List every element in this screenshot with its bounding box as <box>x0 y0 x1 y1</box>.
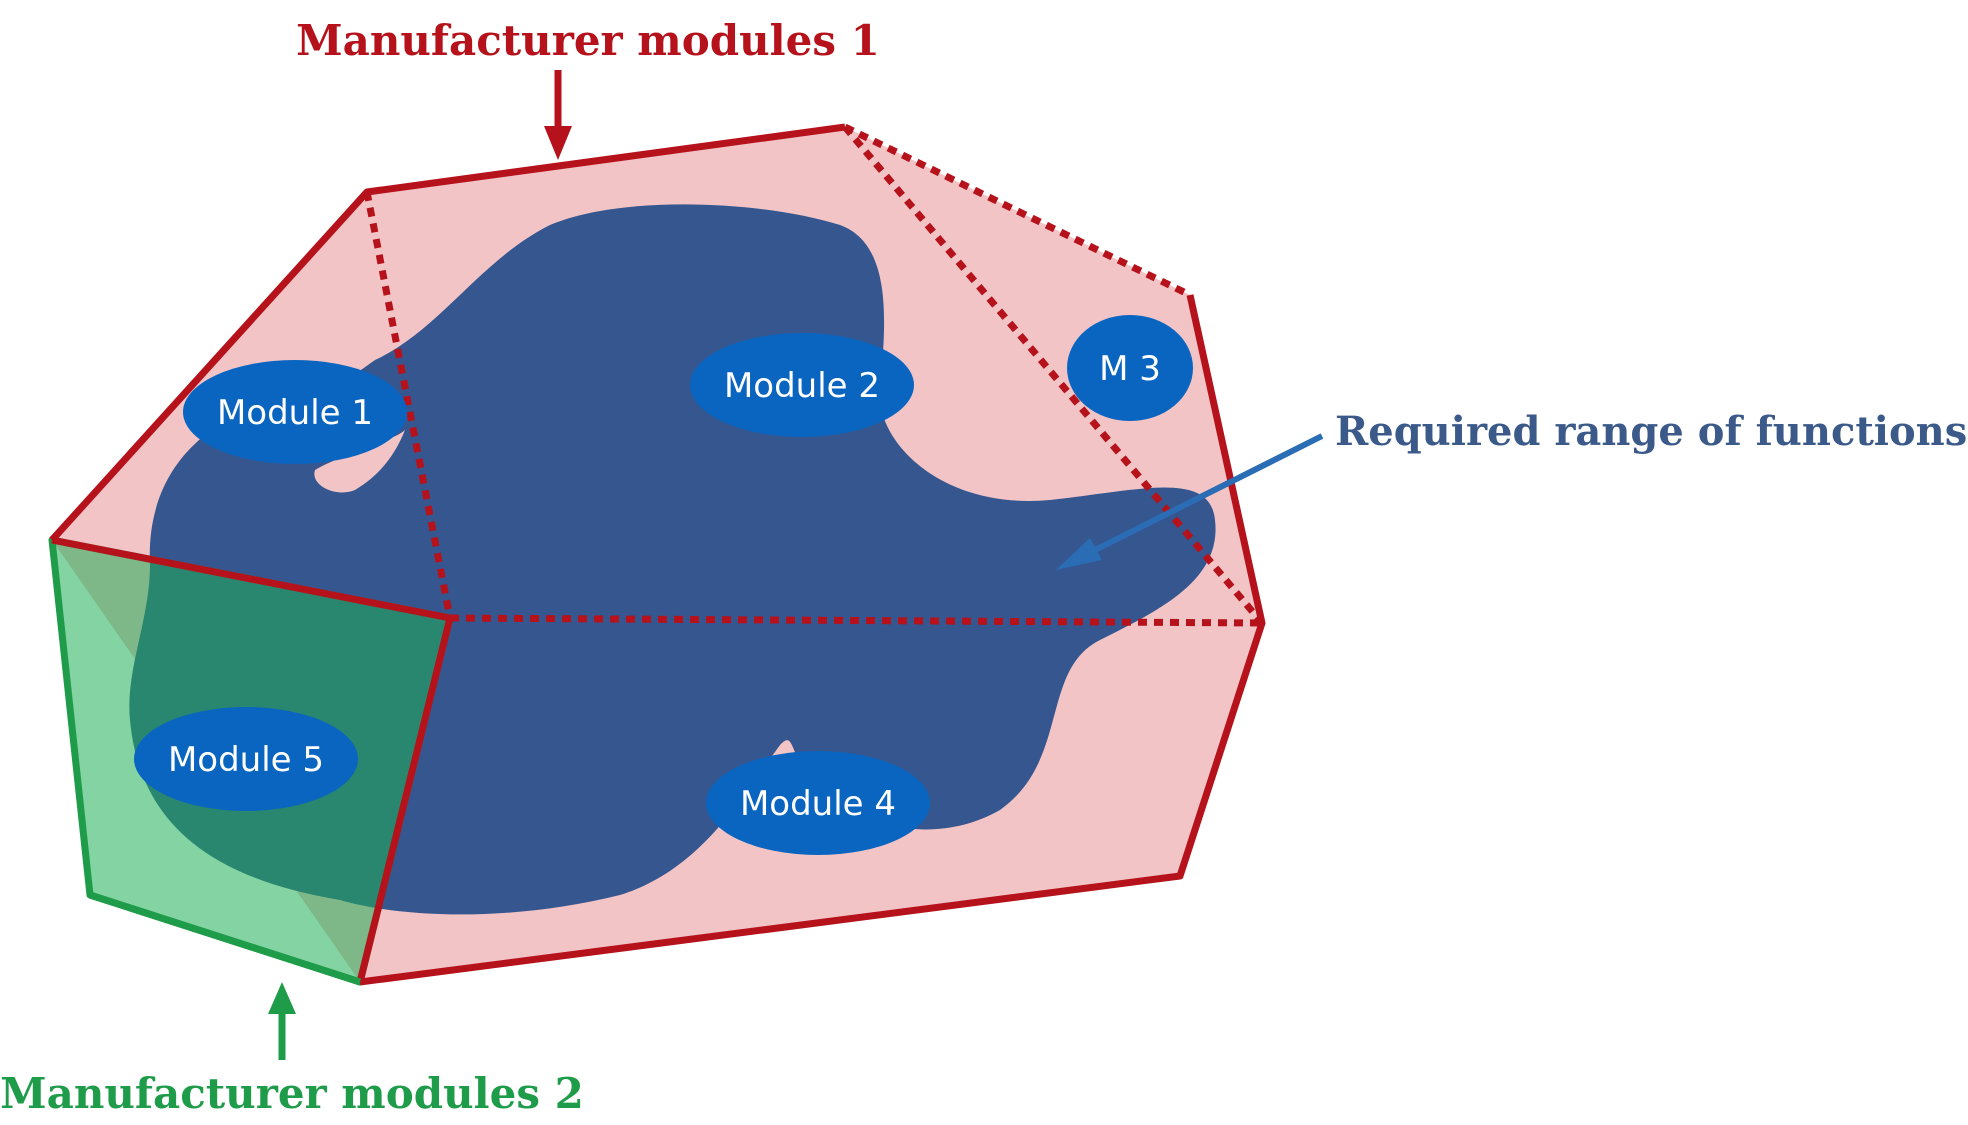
arrow-required-range <box>1056 433 1324 570</box>
module-3-label: M 3 <box>1099 349 1161 389</box>
module-5-badge: Module 5 <box>134 707 358 811</box>
module-4-label: Module 4 <box>740 784 896 824</box>
boundary-1-2 <box>363 191 454 619</box>
module-4-badge: Module 4 <box>706 751 930 855</box>
module-5-label: Module 5 <box>168 740 324 780</box>
required-range-notch <box>314 430 405 493</box>
module-2-label: Module 2 <box>724 366 880 406</box>
module-boundaries <box>363 123 1265 627</box>
module-1-label: Module 1 <box>217 393 373 433</box>
arrow-manufacturer-2 <box>268 982 296 1060</box>
module-3-badge: M 3 <box>1067 315 1193 421</box>
boundary-upper-lower <box>449 614 1263 627</box>
manufacturer-modules-1-label: Manufacturer modules 1 <box>296 16 880 65</box>
manufacturer-1-lower-left-edge <box>51 536 451 622</box>
module-2-badge: Module 2 <box>690 333 914 437</box>
arrow-manufacturer-1 <box>544 70 572 160</box>
required-range-label: Required range of functions <box>1335 408 1967 455</box>
manufacturer-modules-2-label: Manufacturer modules 2 <box>0 1069 584 1118</box>
boundary-2-3 <box>842 124 1265 626</box>
module-4-5-edge <box>356 617 454 983</box>
manufacturer-1-outline <box>49 123 846 543</box>
manufacturer-1-outline-right <box>359 294 1266 986</box>
module-5-bottom-edge <box>88 891 362 986</box>
module-1-badge: Module 1 <box>183 360 407 464</box>
